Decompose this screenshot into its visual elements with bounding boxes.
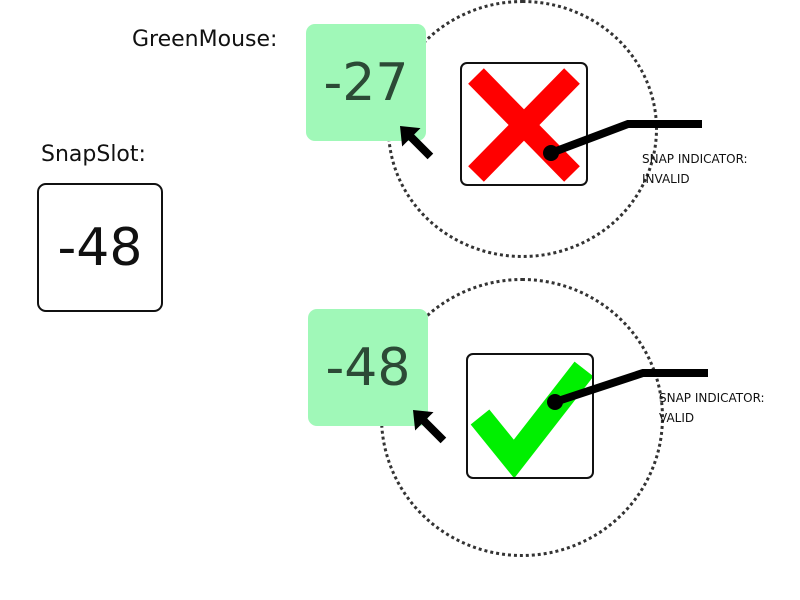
green-mouse-value: -27 [323,52,409,113]
snap-indicator-invalid-note: SNAP INDICATOR: INVALID [642,149,748,189]
note-line: INVALID [642,172,690,186]
note-line: SNAP INDICATOR: [642,152,748,166]
snap-slot-value: -48 [57,217,143,278]
note-line: VALID [659,411,695,425]
green-mouse-label: GreenMouse: [132,27,278,52]
snap-indicator-valid-note: SNAP INDICATOR: VALID [659,388,765,428]
note-line: SNAP INDICATOR: [659,391,765,405]
cursor-arrow-icon [413,410,447,444]
green-mouse-invalid[interactable]: -27 [306,24,426,141]
snap-slot-label: SnapSlot: [41,142,146,167]
green-mouse-valid[interactable]: -48 [308,309,428,426]
cursor-arrow-icon [400,126,434,160]
snap-slot: -48 [37,183,163,312]
green-mouse-value: -48 [325,337,411,398]
callout-leader-valid [547,369,708,410]
callout-leader-invalid [543,120,702,161]
